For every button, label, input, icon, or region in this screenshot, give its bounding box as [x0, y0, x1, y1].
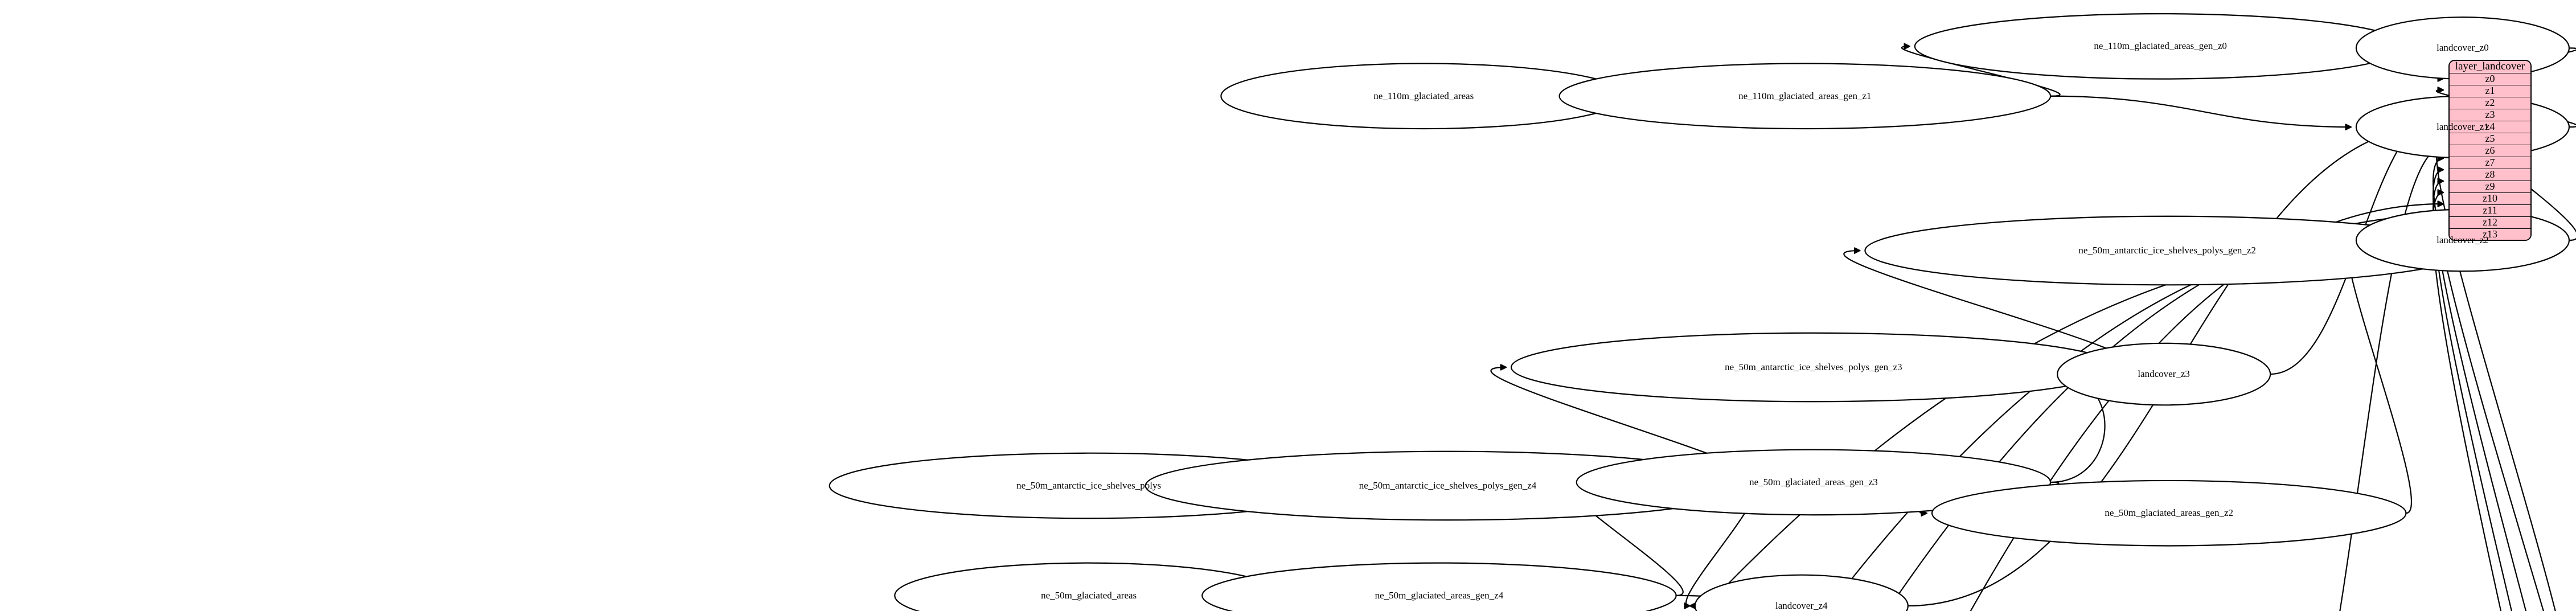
layer-table-row-z10[interactable]: z10 [2450, 193, 2530, 205]
edge-osm_landcover_polygon-to-layer_landcover.z14+ [393, 238, 2443, 611]
edge-ne_110m_glaciated_areas_gen_z1-to-ne_110m_glaciated_areas_gen_z0 [1902, 46, 2060, 96]
node-landcover_z3[interactable] [2057, 343, 2270, 405]
node-ne_110m_glaciated_areas_gen_z1[interactable] [1560, 64, 2051, 129]
layer-table-row-z8[interactable]: z8 [2450, 169, 2530, 181]
node-ne_110m_glaciated_areas_gen_z0[interactable] [1915, 14, 2406, 79]
nodes-layer [0, 14, 2576, 611]
node-ne_50m_glaciated_areas_gen_z2[interactable] [1932, 481, 2406, 546]
edge-landcover_z5-to-layer_landcover.z5 [2436, 136, 2576, 611]
layer-table-row-z13[interactable]: z13 [2450, 229, 2530, 240]
edge-ne_110m_glaciated_areas_gen_z1-to-landcover_z1 [2050, 96, 2351, 127]
node-ne_50m_glaciated_areas_gen_z3[interactable] [1577, 450, 2050, 515]
edge-osm_landcover_gen_z13-to-layer_landcover.z13 [754, 227, 2443, 611]
edge-osm_landcover_gen_z7-to-layer_landcover.z7 [2433, 158, 2576, 611]
node-shape-ne_50m_glaciated_areas_gen_z4 [1202, 563, 1676, 611]
node-shape-landcover_z4 [1695, 575, 1908, 611]
layer-table-row-z4[interactable]: z4 [2450, 121, 2530, 133]
node-shape-ne_50m_glaciated_areas_gen_z2 [1932, 481, 2406, 546]
layer-table-row-z11[interactable]: z11 [2450, 205, 2530, 217]
layer-table-row-z9[interactable]: z9 [2450, 181, 2530, 193]
layer-table-title: layer_landcover [2450, 61, 2530, 73]
layer-table-row-z0[interactable]: z0 [2450, 73, 2530, 85]
node-ne_50m_antarctic_ice_shelves_polys_gen_z3[interactable] [1511, 333, 2116, 402]
layer-table-row-z12[interactable]: z12 [2450, 217, 2530, 229]
node-ne_50m_glaciated_areas_gen_z4[interactable] [1202, 563, 1676, 611]
node-shape-ne_50m_glaciated_areas_gen_z3 [1577, 450, 2050, 515]
layer-table-row-z5[interactable]: z5 [2450, 133, 2530, 145]
edge-landcover_z6-to-layer_landcover.z6 [2270, 147, 2443, 611]
node-shape-ne_110m_glaciated_areas_gen_z0 [1915, 14, 2406, 79]
layer-table-row-z6[interactable]: z6 [2450, 145, 2530, 157]
layer-table-row-z3[interactable]: z3 [2450, 109, 2530, 121]
edge-osm_landcover_gen_z12-to-layer_landcover.z12 [994, 215, 2443, 611]
node-shape-ne_50m_antarctic_ice_shelves_polys_gen_z3 [1511, 333, 2116, 402]
node-shape-landcover_z3 [2057, 343, 2270, 405]
node-landcover_z4[interactable] [1695, 575, 1908, 611]
node-shape-ne_110m_glaciated_areas_gen_z1 [1560, 64, 2051, 129]
layer-table-row-z2[interactable]: z2 [2450, 97, 2530, 109]
edge-ne_50m_glaciated_areas_gen_z2-to-landcover_z2 [2347, 240, 2411, 513]
layer-table-row-z7[interactable]: z7 [2450, 157, 2530, 169]
layer-table-row-z1[interactable]: z1 [2450, 85, 2530, 97]
edge-osm_landcover_gen_z11-to-layer_landcover.z11 [1240, 204, 2443, 611]
